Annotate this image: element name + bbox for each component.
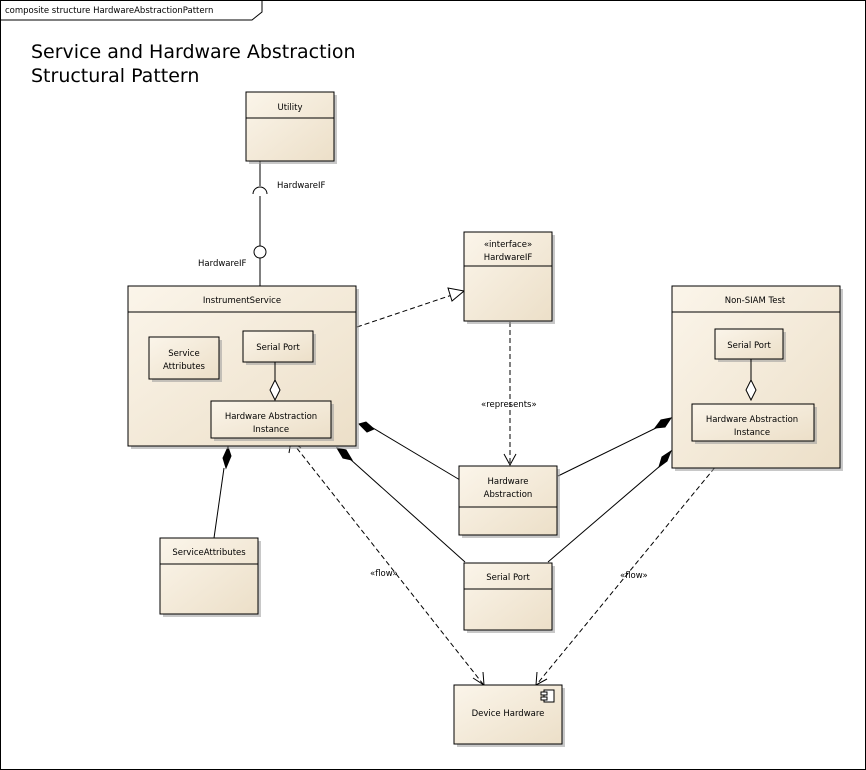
part-serial-port-left-label: Serial Port [256, 343, 300, 353]
part-serial-port-right[interactable]: Serial Port [714, 328, 786, 362]
frame-label-tab [0, 0, 263, 21]
part-serial-port-right-label: Serial Port [727, 341, 771, 351]
flow-label-right: «flow» [620, 571, 648, 581]
flow-line-left [291, 441, 484, 685]
represents-label: «represents» [481, 400, 537, 410]
diagram-title-line-1: Service and Hardware Abstraction [31, 41, 356, 63]
class-service-attributes-name: ServiceAttributes [172, 548, 246, 558]
class-utility[interactable]: Utility [245, 91, 337, 164]
class-hardware-abstraction[interactable]: Hardware Abstraction [458, 465, 560, 538]
interface-hardwareif[interactable]: «interface» HardwareIF [463, 231, 555, 324]
part-service-attributes-line-2: Attributes [163, 362, 206, 372]
interface-name: HardwareIF [484, 253, 533, 263]
diagram-title-line-2: Structural Pattern [31, 65, 199, 87]
aggregation-diamond-right [745, 378, 757, 402]
realization-line [356, 294, 453, 328]
flow-line-right [536, 442, 736, 685]
component-device-hardware[interactable]: Device Hardware [453, 684, 565, 747]
flow-label-left: «flow» [370, 569, 398, 579]
part-hw-abstraction-right-line-1: Hardware Abstraction [706, 415, 798, 425]
realization-arrowhead [447, 287, 466, 302]
class-utility-name: Utility [277, 103, 302, 113]
composition-diamond-right-sp [658, 449, 673, 469]
provided-interface-label: HardwareIF [198, 259, 247, 269]
composition-line-left-ha [372, 427, 461, 481]
part-serial-port-left[interactable]: Serial Port [242, 330, 316, 365]
part-hw-abstraction-left-line-2: Instance [253, 425, 289, 435]
composition-line-service-attributes [213, 467, 225, 539]
class-hardware-abstraction-line-2: Abstraction [484, 490, 533, 500]
class-instrument-service[interactable]: InstrumentService Service Attributes Ser… [127, 285, 359, 449]
class-instrument-service-name: InstrumentService [203, 296, 281, 306]
part-hw-abstraction-instance-right[interactable]: Hardware Abstraction Instance [691, 403, 817, 444]
composition-line-left-sp [349, 458, 466, 563]
class-serial-port-name: Serial Port [486, 573, 530, 583]
composition-line-right-ha [557, 426, 659, 477]
required-interface-label: HardwareIF [277, 181, 326, 191]
interface-stereotype: «interface» [484, 240, 532, 250]
part-hw-abstraction-right-line-2: Instance [734, 428, 770, 438]
class-hardware-abstraction-line-1: Hardware [487, 477, 528, 487]
represents-arrowhead [503, 453, 517, 467]
class-non-siam-test-name: Non-SIAM Test [725, 296, 786, 306]
frame-label: composite structure HardwareAbstractionP… [5, 6, 213, 16]
composition-diamond-left-sp [335, 447, 354, 461]
composition-diamond-service-attributes [222, 445, 232, 470]
provided-interface-ball [253, 245, 267, 259]
part-service-attributes-line-1: Service [168, 349, 199, 359]
component-device-hardware-name: Device Hardware [472, 709, 545, 719]
part-service-attributes[interactable]: Service Attributes [148, 336, 222, 382]
aggregation-diamond-left [269, 378, 281, 402]
class-non-siam-test[interactable]: Non-SIAM Test Serial Port Hardware Abstr… [671, 285, 843, 471]
class-serial-port[interactable]: Serial Port [463, 562, 555, 633]
required-interface-socket [252, 186, 268, 195]
part-hw-abstraction-instance-left[interactable]: Hardware Abstraction Instance [210, 400, 334, 441]
composition-line-right-sp [547, 465, 661, 563]
class-service-attributes[interactable]: ServiceAttributes [159, 537, 261, 617]
composition-diamond-left-ha [358, 421, 375, 433]
composition-diamond-right-ha [653, 417, 673, 429]
component-icon [540, 689, 555, 703]
part-hw-abstraction-left-line-1: Hardware Abstraction [225, 412, 317, 422]
